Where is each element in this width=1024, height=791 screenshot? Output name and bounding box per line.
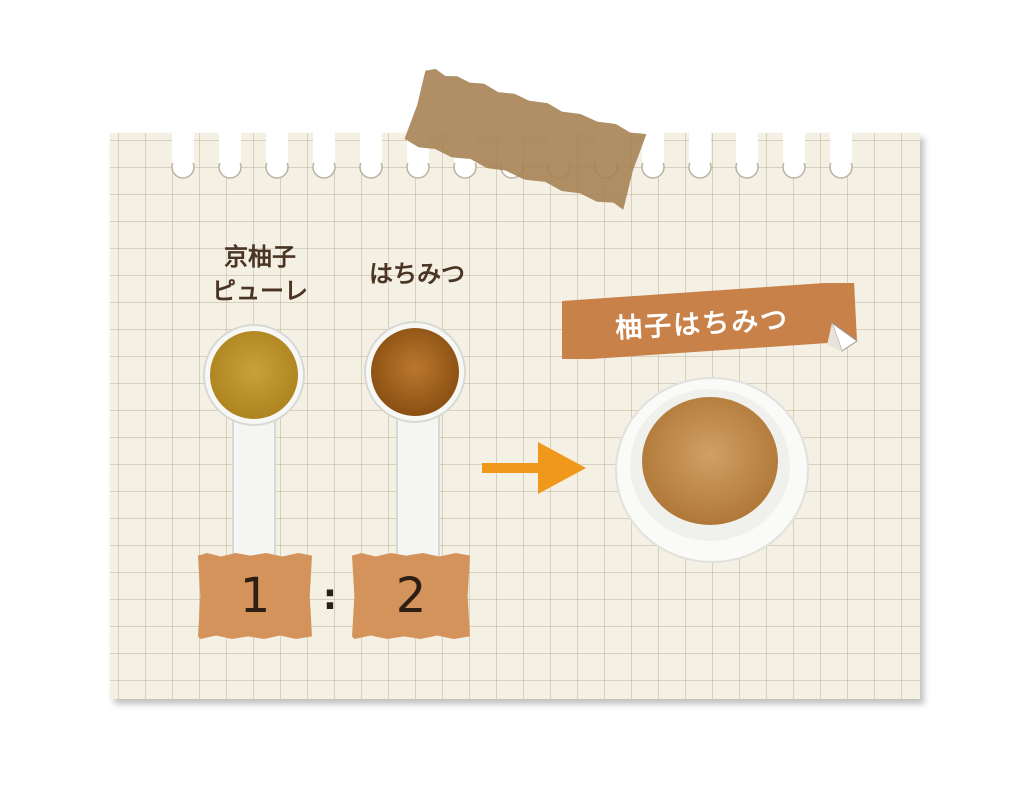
yuzu-puree-label: 京柚子 ピューレ xyxy=(195,240,325,308)
measuring-spoon-honey-icon xyxy=(364,321,466,581)
result-title: 柚子はちみつ xyxy=(614,303,790,345)
result-banner-shape xyxy=(562,283,858,359)
yuzu-puree-label-line2: ピューレ xyxy=(212,277,308,305)
ratio-left: 1 xyxy=(239,568,271,624)
result-banner: 柚子はちみつ xyxy=(562,283,862,359)
ratio-separator: : xyxy=(322,577,338,618)
bowl-icon xyxy=(615,377,809,563)
measuring-spoon-yuzu-icon xyxy=(203,324,305,581)
arrow-right-icon xyxy=(482,442,586,494)
yuzu-puree-label-line1: 京柚子 xyxy=(224,243,296,271)
ratio-right-tape: 2 xyxy=(352,553,470,639)
ratio-left-tape: 1 xyxy=(198,553,312,639)
honey-label: はちみつ xyxy=(369,260,465,288)
ratio-right: 2 xyxy=(395,568,427,624)
